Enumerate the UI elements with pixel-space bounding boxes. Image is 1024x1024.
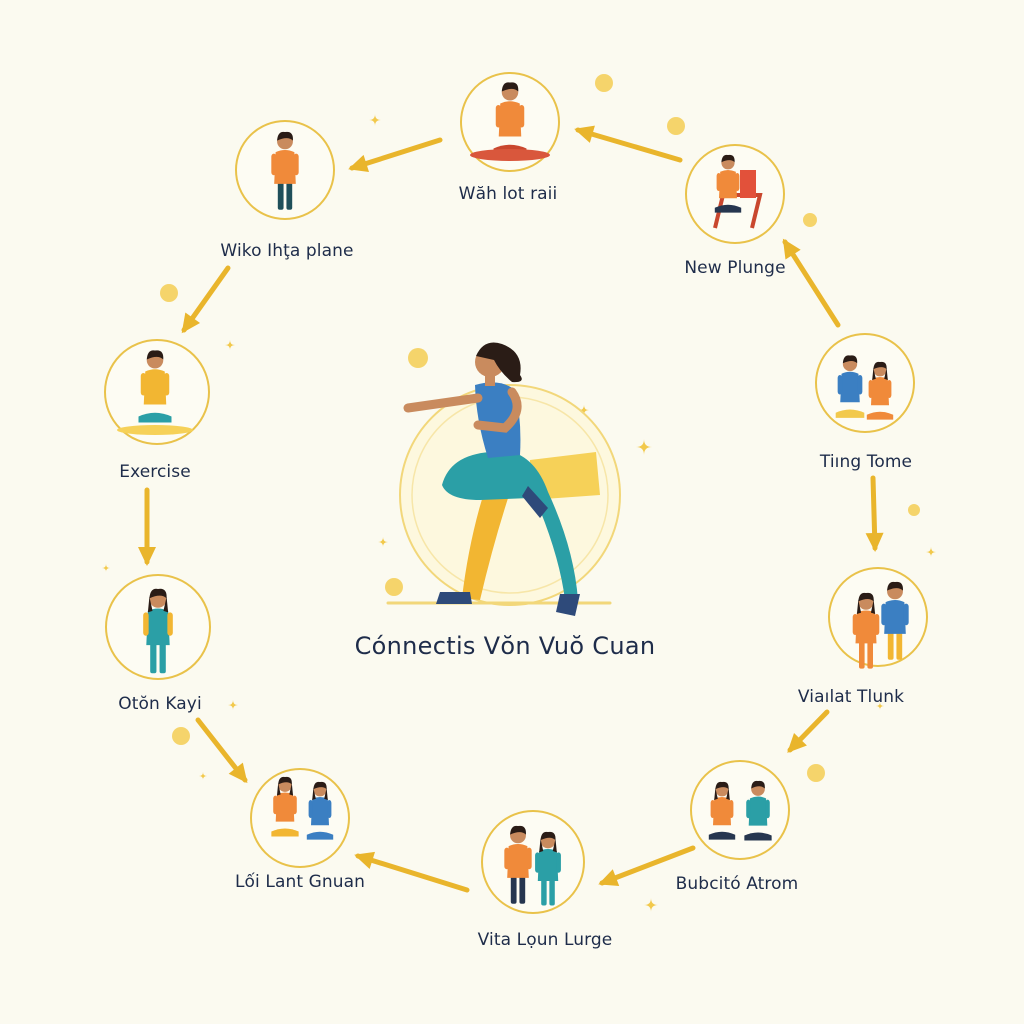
center-title: Cónnectis Vŏn Vuŏ Cuan [354, 632, 656, 660]
sparkle-icon [102, 564, 110, 572]
node-label: Bubcitó Atrom [675, 874, 799, 894]
sparkle-icon [369, 114, 381, 126]
decor-dot [408, 348, 428, 368]
flow-arrow [598, 845, 696, 887]
decor-dot [803, 213, 817, 227]
sparkle-icon [876, 702, 884, 710]
node-label: Wăh lot raii [458, 184, 558, 204]
flow-arrow [195, 717, 248, 784]
flow-arrow [787, 709, 830, 753]
node-label: Lối Lant Gnuan [234, 872, 366, 892]
node-label: Tiıng Tome [819, 452, 913, 472]
sparkle-icon [579, 405, 589, 415]
decor-dot [807, 764, 825, 782]
decor-dot [385, 578, 403, 596]
node-label: New Plunge [684, 258, 786, 278]
decor-dot [667, 117, 685, 135]
decor-dot [172, 727, 190, 745]
flow-arrow [354, 851, 470, 893]
sparkle-icon [378, 537, 388, 547]
flow-arrow [865, 475, 884, 552]
sparkle-icon [926, 547, 936, 557]
flow-arrow [138, 487, 156, 566]
node-circle [481, 810, 585, 914]
decor-dot [595, 74, 613, 92]
flow-arrow [574, 125, 683, 163]
sparkle-icon [644, 898, 658, 912]
flow-arrow [348, 137, 443, 173]
decor-dot [908, 504, 920, 516]
decor-dot [160, 284, 178, 302]
sparkle-icon [225, 340, 235, 350]
node-circle [690, 760, 790, 860]
sparkle-icon [636, 439, 652, 455]
node-label: Viaılat Tlunk [797, 687, 905, 707]
node-label: Otŏn Kayi [118, 694, 202, 714]
node-label: Wiko Ihţa plane [220, 241, 354, 261]
node-label: Vita Lọun Lurge [477, 930, 613, 950]
node-circle [250, 768, 350, 868]
node-circle [815, 333, 915, 433]
flow-arrow [181, 265, 231, 334]
sparkle-icon [199, 772, 207, 780]
sparkle-icon [228, 700, 238, 710]
flow-arrow [782, 238, 841, 328]
node-label: Exercise [119, 462, 191, 482]
